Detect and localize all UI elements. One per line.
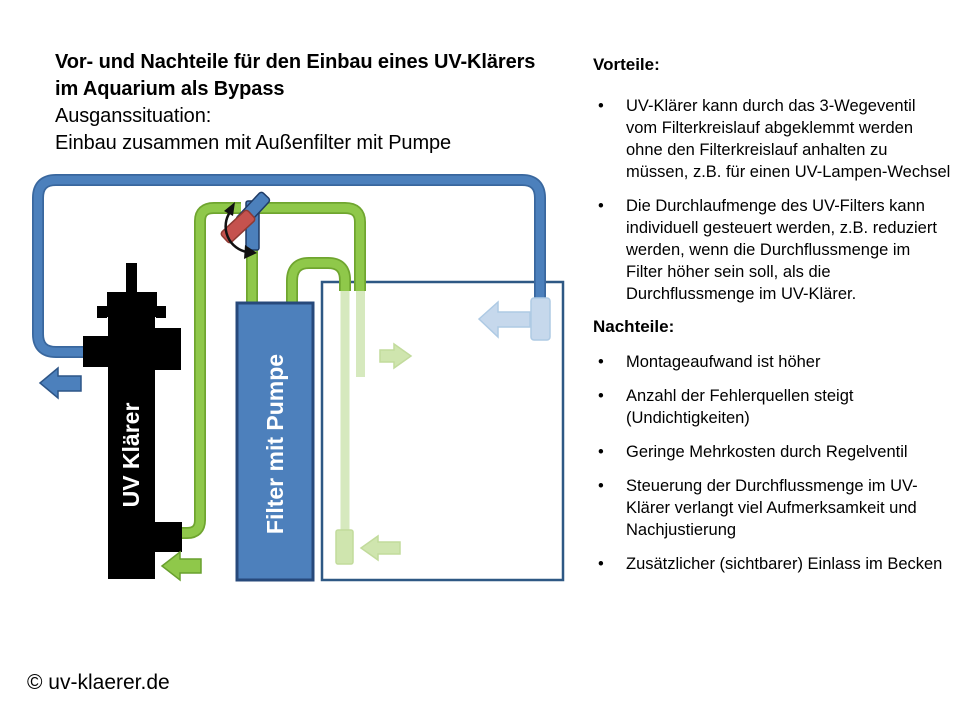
list-item: • Steuerung der Durchflussmenge im UV-Kl…: [593, 475, 951, 541]
uv-outlet-connector: [83, 336, 109, 367]
advantages-heading: Vorteile:: [593, 55, 660, 74]
uv-return-fitting: [530, 297, 551, 341]
advantages-list: • UV-Klärer kann durch das 3-Wegeventil …: [593, 95, 951, 305]
bullet-icon: •: [598, 555, 604, 573]
disadvantages-list: • Montageaufwand ist höher • Anzahl der …: [593, 351, 951, 575]
pros-cons-panel: Vorteile: • UV-Klärer kann durch das 3-W…: [593, 55, 951, 587]
filter-label: Filter mit Pumpe: [262, 354, 288, 534]
uv-clarifier-device: [83, 263, 182, 579]
bullet-icon: •: [598, 443, 604, 461]
intake-flow-arrow-icon: [359, 534, 401, 562]
uv-outflow-arrow-icon: [38, 366, 82, 400]
uv-top-cap: [107, 292, 157, 317]
title-block: Vor- und Nachteile für den Einbau eines …: [55, 49, 535, 157]
bullet-icon: •: [598, 97, 604, 115]
subtitle-line1: Ausganssituation:: [55, 105, 212, 127]
bullet-icon: •: [598, 353, 604, 371]
blue-pipe-uv-to-tank: [32, 174, 546, 358]
list-item-text: Montageaufwand ist höher: [626, 353, 821, 371]
disadvantages-heading: Nachteile:: [593, 317, 675, 336]
three-way-valve-icon: [220, 191, 271, 251]
copyright-text: © uv-klaerer.de: [27, 671, 170, 694]
green-pipe-uv-loop: [181, 202, 241, 539]
uv-return-flow-arrow-icon: [477, 300, 531, 339]
list-item-text: UV-Klärer kann durch das 3-Wegeventil vo…: [626, 97, 951, 181]
intake-strainer: [335, 529, 354, 565]
filter-box: [235, 301, 315, 582]
uv-body: [108, 316, 155, 579]
list-item-text: Geringe Mehrkosten durch Regelventil: [626, 443, 908, 461]
list-item: • UV-Klärer kann durch das 3-Wegeventil …: [593, 95, 951, 183]
bullet-icon: •: [598, 387, 604, 405]
list-item: • Anzahl der Fehlerquellen steigt (Undic…: [593, 385, 951, 429]
list-item: • Geringe Mehrkosten durch Regelventil: [593, 441, 951, 463]
green-pipe-filter-to-tank: [286, 257, 351, 306]
subtitle-line2: Einbau zusammen mit Außenfilter mit Pump…: [55, 132, 452, 154]
valve-red-handle: [220, 209, 256, 244]
bullet-icon: •: [598, 197, 604, 215]
list-item-text: Steuerung der Durchflussmenge im UV-Klär…: [626, 477, 918, 539]
list-item: • Zusätzlicher (sichtbarer) Einlass im B…: [593, 553, 951, 575]
list-item-text: Die Durchlaufmenge des UV-Filters kann i…: [626, 197, 937, 303]
list-item: • Montageaufwand ist höher: [593, 351, 951, 373]
uv-inlet-connector: [154, 522, 182, 552]
outlet-flow-arrow-icon: [379, 342, 413, 370]
page-title-line2: im Aquarium als Bypass: [55, 78, 285, 100]
green-pipe-valve-to-tank: [256, 202, 366, 291]
uv-clarifier-label: UV Klärer: [118, 403, 144, 508]
list-item: • Die Durchlaufmenge des UV-Filters kann…: [593, 195, 951, 305]
bullet-icon: •: [598, 477, 604, 495]
list-item-text: Anzahl der Fehlerquellen steigt (Undicht…: [626, 387, 854, 427]
uv-side-connector: [154, 328, 181, 370]
page-title-line1: Vor- und Nachteile für den Einbau eines …: [55, 51, 536, 73]
uv-inflow-arrow-icon: [160, 550, 202, 582]
list-item-text: Zusätzlicher (sichtbarer) Einlass im Bec…: [626, 555, 943, 573]
uv-top-stem: [126, 263, 137, 296]
valve-rotation-arrow-icon: [224, 202, 257, 259]
